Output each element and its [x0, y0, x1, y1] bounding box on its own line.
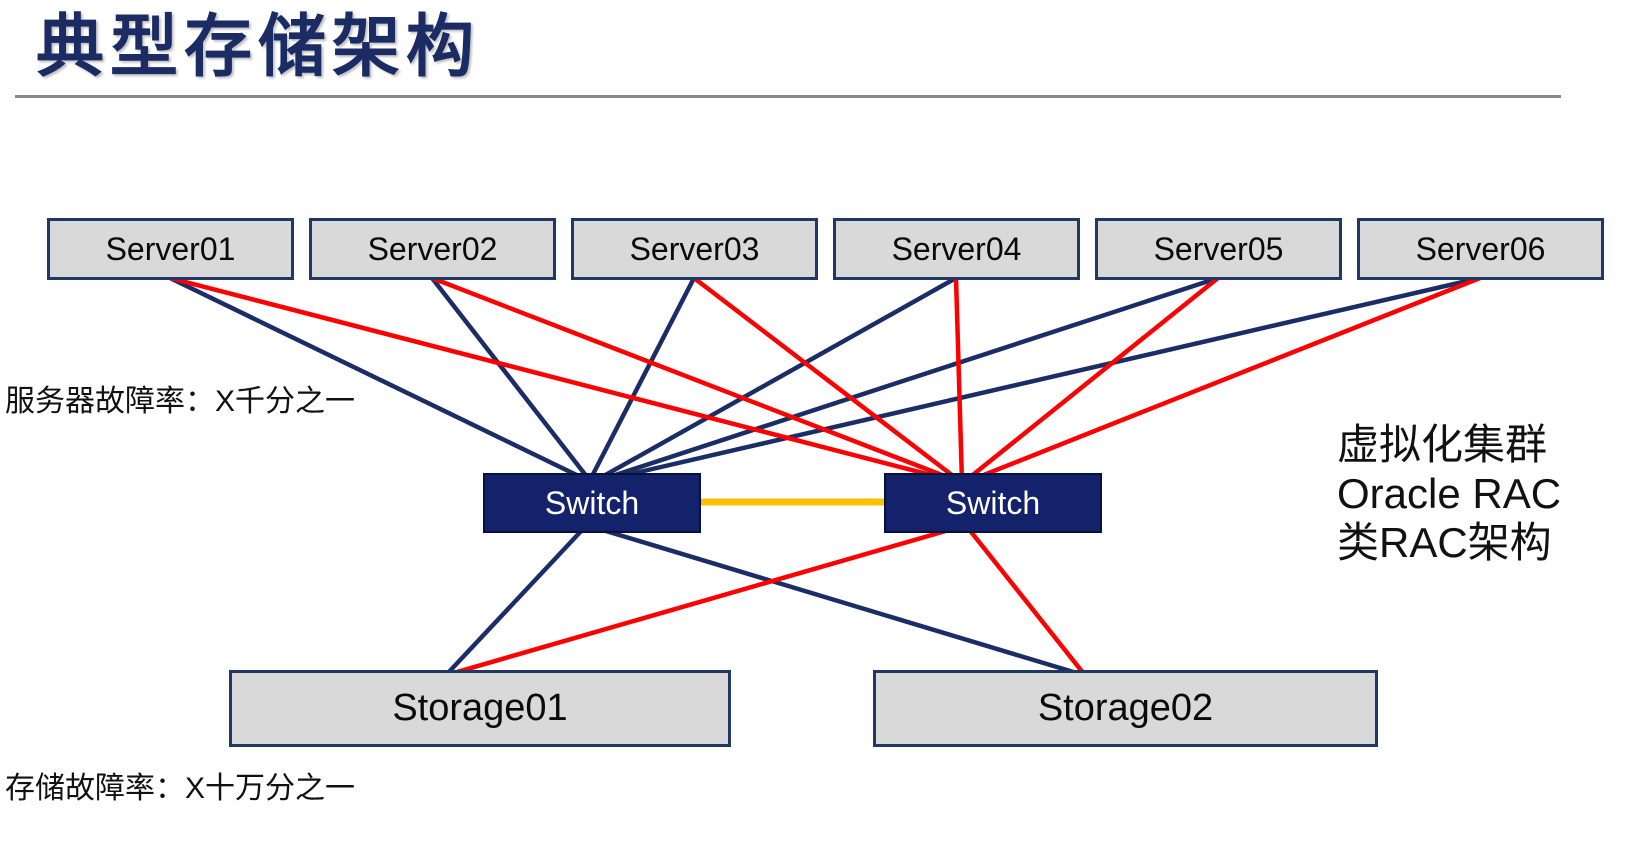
server04-box: Server04: [833, 218, 1080, 280]
title-divider-line: [15, 95, 1561, 98]
server01-box: Server01: [47, 218, 294, 280]
page-title: 典型存储架构: [36, 9, 481, 85]
right-switch-to-storage-links: [449, 525, 1086, 677]
server05-box: Server05: [1095, 218, 1342, 280]
server02-label: Server02: [367, 230, 498, 267]
storage-failure-rate-note: 存储故障率：X十万分之一: [5, 772, 356, 805]
storage01-box: Storage01: [229, 670, 731, 747]
cluster-note-line1: 虚拟化集群: [1337, 421, 1548, 468]
cluster-architecture-note: 虚拟化集群 Oracle RAC 类RAC架构: [1337, 420, 1561, 567]
switch-left-label: Switch: [544, 484, 640, 521]
switch-right-label: Switch: [945, 484, 1041, 521]
storage01-label: Storage01: [392, 687, 568, 729]
server03-box: Server03: [571, 218, 818, 280]
storage02-box: Storage02: [873, 670, 1378, 747]
server05-label: Server05: [1153, 230, 1284, 267]
switch-left-box: Switch: [483, 473, 701, 533]
storage02-label: Storage02: [1037, 687, 1214, 729]
server06-box: Server06: [1357, 218, 1604, 280]
server02-box: Server02: [309, 218, 556, 280]
server01-label: Server01: [105, 230, 236, 267]
left-switch-to-storage-links: [445, 525, 1081, 677]
server06-label: Server06: [1415, 230, 1546, 267]
server-failure-rate-note: 服务器故障率：X千分之一: [5, 385, 356, 418]
server-to-left-switch-links: [169, 275, 1481, 485]
server04-label: Server04: [891, 230, 1022, 267]
cluster-note-line3: 类RAC架构: [1337, 519, 1552, 566]
cluster-note-line2: Oracle RAC: [1337, 470, 1562, 517]
server-to-right-switch-links: [169, 275, 1481, 485]
server03-label: Server03: [629, 230, 760, 267]
switch-right-box: Switch: [884, 473, 1102, 533]
